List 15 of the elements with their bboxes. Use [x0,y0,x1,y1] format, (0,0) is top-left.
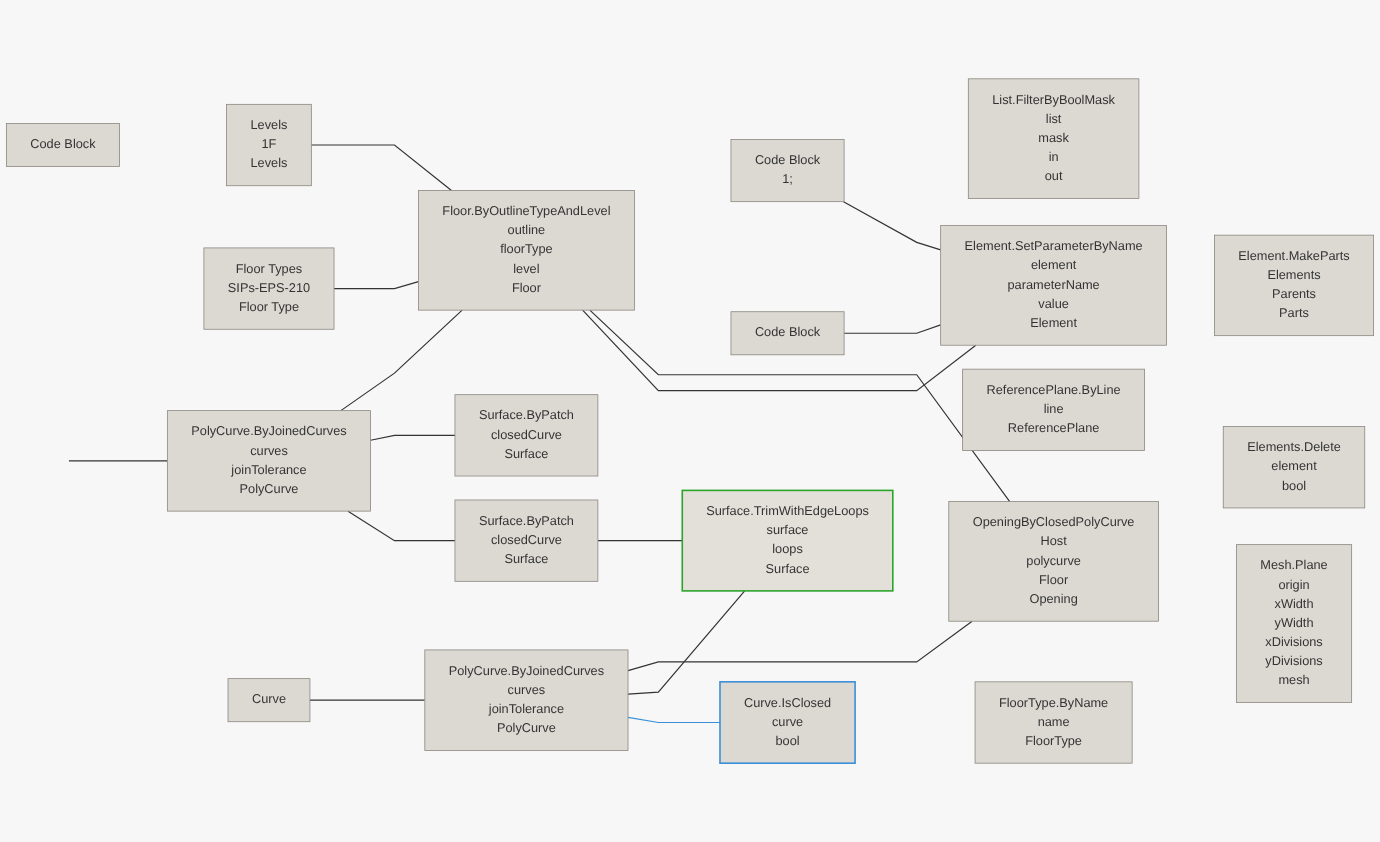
connector [597,540,683,542]
connector [333,281,420,290]
connector [68,460,168,462]
connector [309,699,426,701]
connector [842,201,942,251]
connector [627,590,746,695]
connector [582,309,977,392]
connector [340,309,463,412]
connector [310,144,453,192]
connector [627,716,721,724]
connector [369,434,456,441]
connector [843,324,942,334]
connector [627,620,973,672]
connector [347,510,456,542]
connector [589,309,1011,503]
